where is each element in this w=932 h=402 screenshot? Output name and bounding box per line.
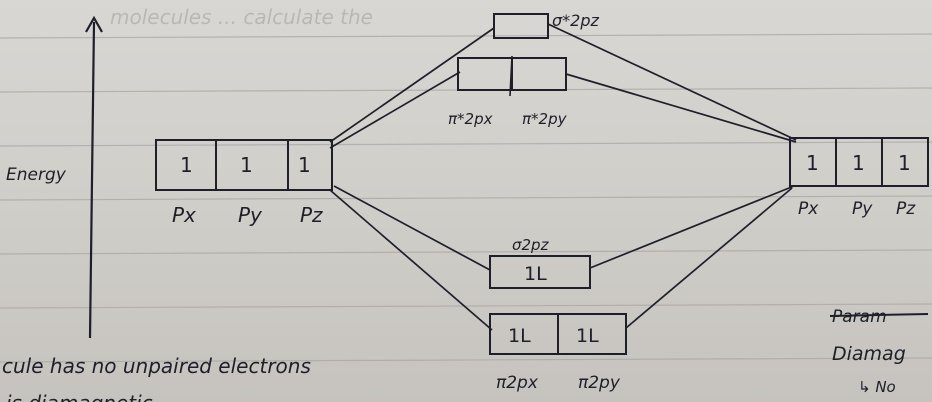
no-note: ↳ No — [858, 378, 896, 396]
ruled-lines — [0, 33, 932, 363]
energy-axis-label: Energy — [6, 165, 67, 185]
right-side-notes: Param Diamag ↳ No — [829, 307, 929, 396]
sigma-2pz-orbital: σ2pz 1L — [489, 236, 591, 289]
left-pz-label: Pz — [300, 203, 323, 227]
pi-2py-electrons: 1L — [576, 325, 599, 347]
pi-2py-label: π2py — [578, 373, 621, 393]
left-py-label: Py — [238, 203, 263, 227]
sigma-2pz-electrons: 1L — [524, 263, 547, 285]
faint-background-text: molecules ... calculate the — [110, 5, 373, 29]
sigma-2pz-label: σ2pz — [512, 236, 550, 254]
left-atomic-orbitals: 1 1 1 Px Py Pz — [155, 139, 333, 227]
right-pz-electron: 1 — [898, 151, 911, 175]
correlation-lines — [329, 23, 797, 331]
sigma-star-2pz-label: σ*2pz — [552, 11, 599, 30]
diamagnetic-note-cutoff: is diamagnetic — [6, 391, 153, 402]
pi-star-2px-label: π*2px — [448, 110, 493, 128]
pi-2px-electrons: 1L — [508, 325, 531, 347]
sigma-star-2pz-orbital: σ*2pz — [493, 11, 599, 39]
right-atomic-orbitals: 1 1 1 Px Py Pz — [789, 137, 929, 219]
energy-axis — [85, 15, 103, 339]
paramagnetic-struck-text: Param — [832, 307, 887, 327]
right-py-electron: 1 — [852, 151, 865, 175]
right-px-label: Px — [798, 199, 819, 219]
left-py-electron: 1 — [240, 153, 253, 177]
strike-through — [829, 313, 929, 317]
right-pz-label: Pz — [896, 199, 916, 219]
left-px-label: Px — [172, 203, 196, 227]
right-py-label: Py — [852, 199, 873, 219]
left-px-electron: 1 — [180, 153, 193, 177]
right-px-electron: 1 — [806, 151, 819, 175]
diamagnetic-text: Diamag — [832, 343, 906, 365]
pi-star-2p-orbitals: π*2px π*2py — [448, 55, 568, 128]
pi-2px-label: π2px — [496, 373, 539, 393]
unpaired-electrons-note: cule has no unpaired electrons — [2, 354, 311, 378]
left-pz-electron: 1 — [298, 153, 311, 177]
pi-2p-orbitals: 1L 1L π2px π2py — [489, 313, 627, 393]
pi-star-2py-label: π*2py — [522, 110, 568, 128]
